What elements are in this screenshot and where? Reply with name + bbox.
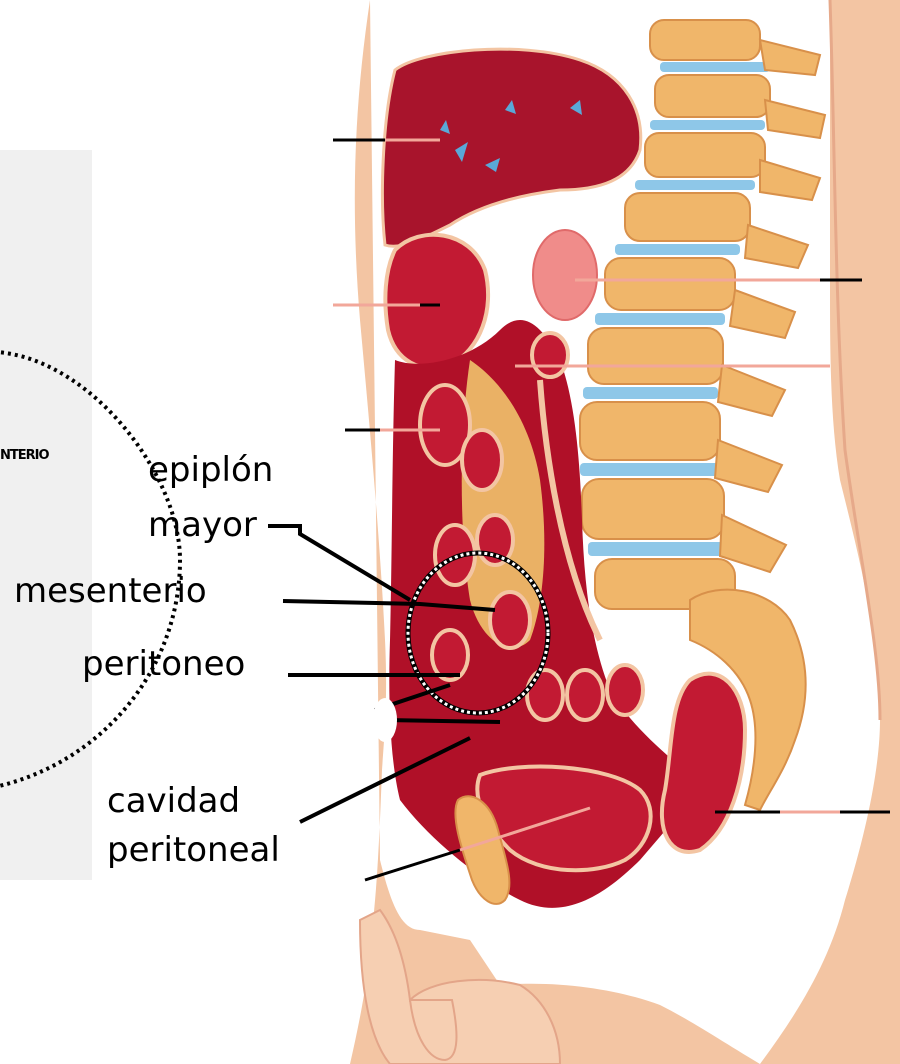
leader-line-epiplon [268, 526, 410, 600]
label-cavidad-line1: cavidad [107, 783, 240, 819]
label-epiplon-line1: epiplón [148, 452, 273, 488]
rectum [662, 674, 745, 852]
label-cavidad-line2: peritoneal [107, 832, 280, 868]
pancreas [533, 230, 597, 320]
label-peritoneo: peritoneo [82, 646, 245, 682]
stomach [385, 235, 488, 368]
label-epiplon-line2: mayor [148, 507, 257, 543]
label-mesenterio: mesenterio [14, 573, 207, 609]
leader-line-peritoneo-3 [385, 720, 500, 722]
liver [382, 49, 640, 246]
